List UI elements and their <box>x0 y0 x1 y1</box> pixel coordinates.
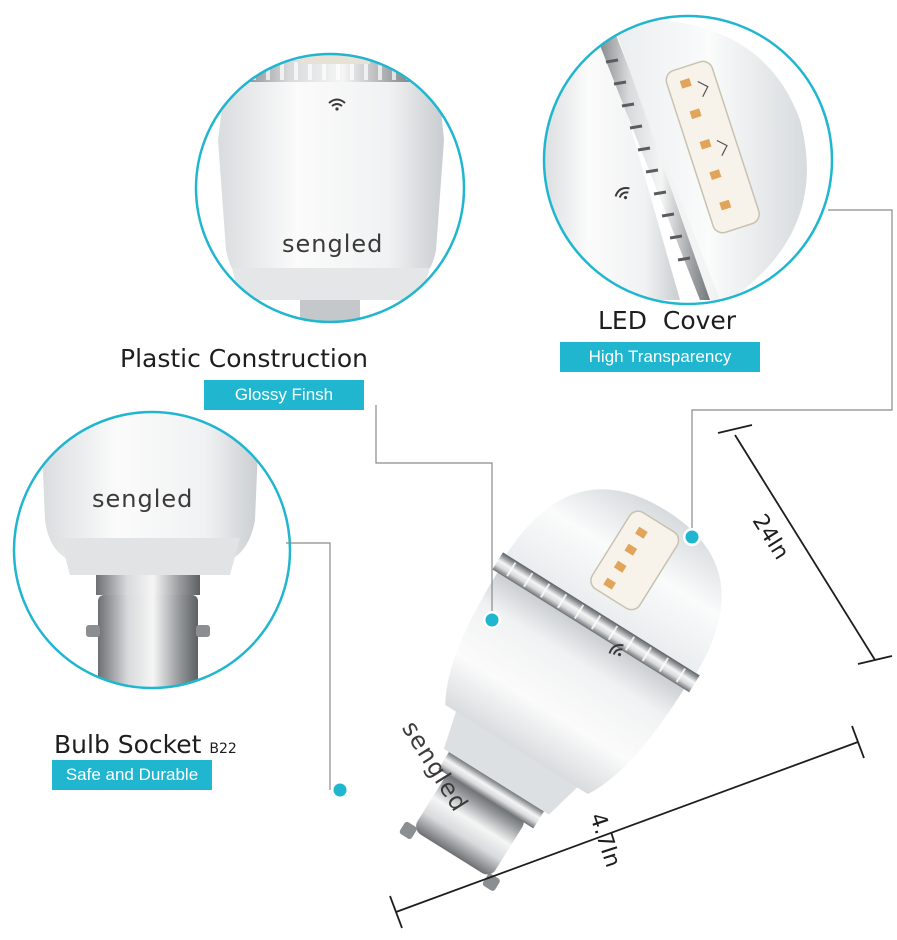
callout-dot <box>683 528 701 546</box>
brand-logo: sengled <box>282 230 384 258</box>
wifi-icon <box>608 644 624 657</box>
zoom-circle-body <box>194 52 466 324</box>
callout-title-socket: Bulb Socket B22 <box>54 730 237 759</box>
callout-lines <box>286 209 893 790</box>
dimension-width <box>717 424 893 665</box>
main-bulb <box>399 489 722 891</box>
callout-title-plastic: Plastic Construction <box>120 344 368 373</box>
zoom-circle-led-cover <box>542 14 834 306</box>
dimension-length <box>389 725 865 929</box>
wifi-icon <box>614 187 630 200</box>
callout-dot <box>331 781 349 799</box>
callout-title-socket-main: Bulb Socket <box>54 730 202 759</box>
callout-tag-led: High Transparency <box>560 342 760 372</box>
wifi-icon <box>328 98 346 111</box>
callout-tag-plastic: Glossy Finsh <box>204 380 364 410</box>
callout-tag-socket: Safe and Durable <box>52 760 212 790</box>
callout-title-led: LED Cover <box>598 306 737 335</box>
callout-dot <box>483 611 501 629</box>
zoom-circle-socket <box>12 410 292 690</box>
callout-title-socket-suffix: B22 <box>209 741 237 757</box>
brand-logo: sengled <box>92 485 194 513</box>
